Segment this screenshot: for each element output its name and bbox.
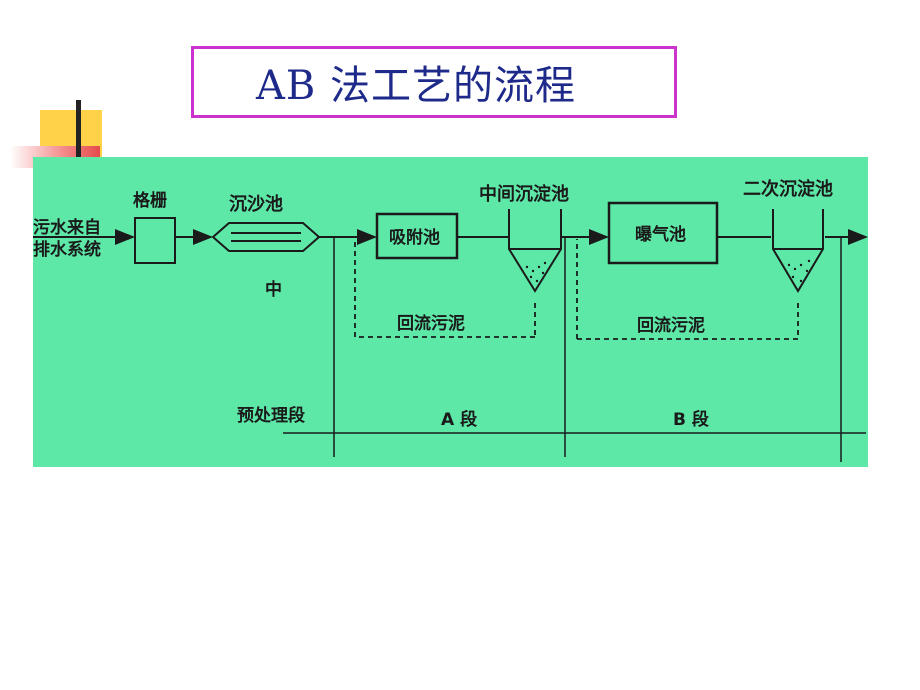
aeration-label: 曝气池	[635, 224, 686, 245]
stage-b-label: B 段	[673, 409, 709, 430]
flow-diagram-svg: 污水来自 排水系统 格栅 沉沙池 中 吸附池 中间沉淀池 曝气池 二次沉淀池 回…	[33, 178, 868, 462]
grit-sub-label: 中	[265, 279, 282, 300]
adsorption-label: 吸附池	[389, 227, 440, 248]
title-box: AB 法工艺的流程	[191, 46, 677, 118]
stage-pre-label: 预处理段	[237, 405, 305, 426]
return-sludge-a-label: 回流污泥	[397, 313, 465, 334]
stage-a-label: A 段	[441, 409, 477, 430]
adsorption-tank	[375, 212, 459, 260]
source-label-1: 污水来自	[33, 217, 101, 238]
source-label-2: 排水系统	[33, 239, 101, 260]
ab-process-diagram: 污水来自 排水系统 格栅 沉沙池 中 吸附池 中间沉淀池 曝气池 二次沉淀池 回…	[33, 157, 868, 467]
mid-settling-sludge	[525, 261, 547, 283]
screen-box	[134, 217, 176, 264]
page-title: AB 法工艺的流程	[256, 63, 576, 109]
decor-vertical-line	[76, 100, 81, 166]
grit-label: 沉沙池	[229, 193, 283, 215]
screen-label: 格栅	[133, 190, 167, 211]
secondary-settling-tank	[772, 209, 824, 293]
secondary-settling-sludge	[787, 259, 811, 283]
grit-chamber	[211, 222, 321, 252]
return-sludge-b-label: 回流污泥	[637, 315, 705, 336]
aeration-tank	[607, 201, 719, 265]
secondary-settle-label: 二次沉淀池	[743, 178, 833, 200]
mid-settling-tank	[508, 209, 569, 293]
return-sludge-line-a	[354, 239, 536, 338]
return-sludge-line-b	[576, 239, 799, 340]
mid-settle-label: 中间沉淀池	[479, 183, 569, 205]
